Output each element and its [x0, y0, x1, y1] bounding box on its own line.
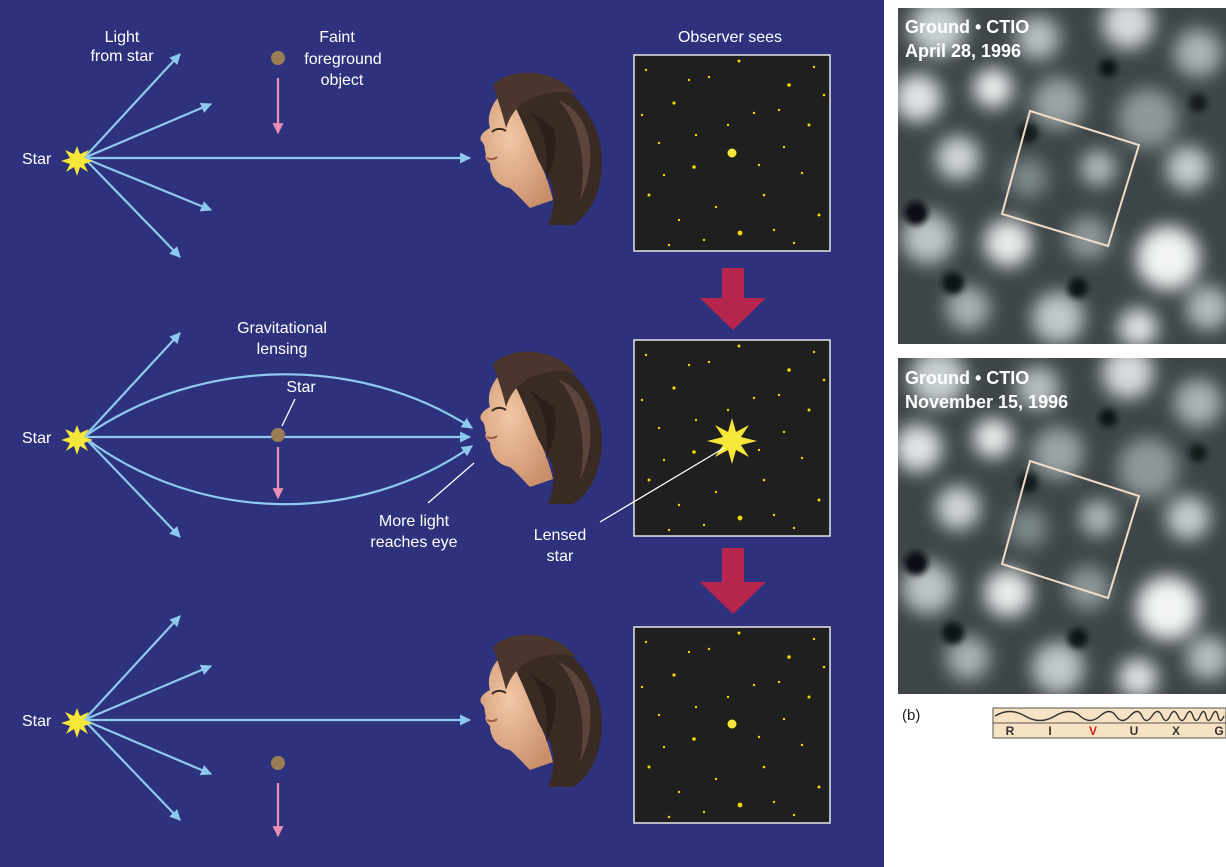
light-ray [83, 53, 181, 159]
star-label: Star [22, 151, 52, 168]
image-title-line1: Ground • CTIO [905, 17, 1029, 37]
band-label: U [1130, 724, 1139, 738]
panel-label: (b) [902, 707, 920, 724]
light-ray [83, 157, 181, 258]
bent-light-ray-upper [83, 373, 473, 438]
lens-star-label: Star [286, 379, 316, 396]
image-title-line1: Ground • CTIO [905, 368, 1029, 388]
top-row: Star Light from star Faint foreground ob… [22, 29, 831, 258]
source-star-icon [61, 146, 93, 176]
band-label: R [1006, 724, 1015, 738]
lensed-star-leader [599, 447, 725, 523]
foreground-object-icon [271, 756, 285, 770]
faint-object-label-line1: Faint [319, 29, 355, 46]
band-label: X [1172, 724, 1180, 738]
transition-arrow-2 [700, 548, 766, 614]
band-label: I [1048, 724, 1051, 738]
light-ray [83, 102, 213, 160]
light-ray [83, 615, 181, 721]
lensed-star-label-line1: Lensed [534, 527, 587, 544]
faint-object-label-line2: foreground [304, 51, 381, 68]
light-ray [83, 664, 213, 722]
light-ray [83, 436, 181, 538]
lensing-star-icon [271, 428, 285, 442]
right-panel: Ground • CTIO April 28, 1996 Ground • CT… [894, 0, 1226, 739]
source-star-icon [61, 708, 93, 738]
more-light-label-line2: reaches eye [370, 534, 457, 551]
star-label: Star [22, 713, 52, 730]
observer-sees-label: Observer sees [678, 29, 782, 46]
target-star-dim [727, 148, 737, 158]
target-star-dim [727, 719, 737, 729]
light-ray [83, 156, 213, 212]
band-label: V [1089, 724, 1097, 738]
light-from-star-label-line2: from star [90, 48, 154, 65]
light-ray [83, 332, 181, 438]
bent-light-ray-lower [83, 436, 473, 506]
lensed-star-label-line2: star [547, 548, 574, 565]
light-from-star-label-line1: Light [105, 29, 140, 46]
middle-row: Star Gravitational lensing Star More lig… [22, 320, 831, 565]
gravitational-lensing-label-line2: lensing [257, 341, 308, 358]
source-star-icon [61, 425, 93, 455]
wave-icon [994, 710, 1225, 722]
lens-star-leader [281, 398, 296, 427]
light-ray [83, 718, 213, 776]
band-label: G [1214, 724, 1223, 738]
more-light-label-line1: More light [379, 513, 450, 530]
light-ray [83, 719, 181, 821]
bottom-row: Star [22, 615, 831, 838]
image-title-line2: November 15, 1996 [905, 392, 1068, 412]
gravitational-lensing-label-line1: Gravitational [237, 320, 327, 337]
faint-object-label-line3: object [321, 72, 364, 89]
lensed-star-bright-icon [707, 418, 757, 464]
target-box-november [1000, 459, 1141, 600]
wavelength-band-bar: R I V U X G [992, 707, 1226, 739]
more-light-leader [427, 462, 475, 504]
star-label: Star [22, 430, 52, 447]
transition-arrow-1 [700, 268, 766, 330]
image-title-line2: April 28, 1996 [905, 41, 1021, 61]
foreground-object-icon [271, 51, 285, 65]
target-box-april [1000, 109, 1141, 248]
